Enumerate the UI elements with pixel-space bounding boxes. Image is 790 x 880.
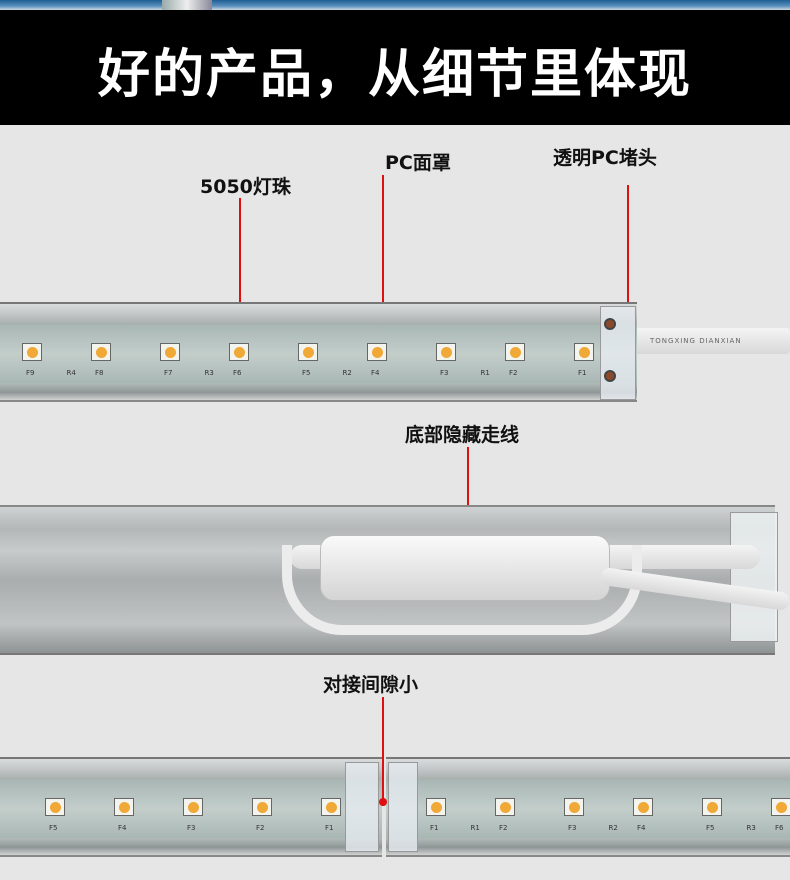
led-chip — [574, 343, 594, 361]
pcb-label: R4 — [66, 369, 76, 378]
callout-pc-cover: PC面罩 — [385, 152, 451, 174]
callout-end-cap: 透明PC堵头 — [553, 147, 657, 169]
top-banner-strip — [0, 0, 790, 10]
end-cap — [345, 762, 379, 852]
led-chip — [91, 343, 111, 361]
led-chip — [436, 343, 456, 361]
led-chip — [495, 798, 515, 816]
callout-small-gap: 对接间隙小 — [323, 674, 419, 696]
callout-line — [382, 697, 384, 802]
pcb-label: F1 — [578, 369, 587, 378]
led-chip — [183, 798, 203, 816]
end-cap — [388, 762, 418, 852]
led-strip-right: F1 F2 F3 F4 F5 F6 R1 R2 R3 — [386, 757, 790, 857]
power-cable — [630, 328, 790, 354]
callout-line — [239, 198, 241, 350]
pcb-label: F2 — [499, 824, 508, 833]
led-chip — [160, 343, 180, 361]
pcb-label: R1 — [470, 824, 480, 833]
pcb-label: F2 — [509, 369, 518, 378]
led-chip — [426, 798, 446, 816]
led-chip — [564, 798, 584, 816]
led-strip-left: F5 F4 F3 F2 F1 — [0, 757, 382, 857]
led-chip — [771, 798, 790, 816]
callout-line — [627, 185, 629, 340]
pcb-label: R3 — [204, 369, 214, 378]
led-strip-top: F9 F8 F7 F6 F5 F4 F3 F2 F1 R4 R3 R2 R1 — [0, 302, 637, 402]
pcb-label: F4 — [118, 824, 127, 833]
led-chip — [633, 798, 653, 816]
pcb-label: F1 — [325, 824, 334, 833]
led-chip — [298, 343, 318, 361]
pcb-label: R2 — [342, 369, 352, 378]
pcb-label: F2 — [256, 824, 265, 833]
pcb-label: F5 — [49, 824, 58, 833]
pcb-label: F1 — [430, 824, 439, 833]
led-chip — [702, 798, 722, 816]
callout-line — [382, 175, 384, 325]
callout-led: 5050灯珠 — [200, 176, 291, 198]
led-chip — [321, 798, 341, 816]
led-chip — [252, 798, 272, 816]
pcb-label: F9 — [26, 369, 35, 378]
cable-print: TONGXING DIANXIAN — [650, 337, 742, 345]
waterproof-connector — [320, 535, 610, 601]
pcb-label: F7 — [164, 369, 173, 378]
pcb-label: F6 — [233, 369, 242, 378]
page-title: 好的产品，从细节里体现 — [97, 45, 692, 105]
callout-dot — [379, 798, 387, 806]
pcb-label: F6 — [775, 824, 784, 833]
pcb-label: F5 — [706, 824, 715, 833]
screw — [604, 370, 616, 382]
led-chip — [367, 343, 387, 361]
end-cap — [730, 512, 778, 642]
pcb-label: F5 — [302, 369, 311, 378]
callout-hidden-wiring: 底部隐藏走线 — [405, 424, 520, 446]
pcb-label: F3 — [568, 824, 577, 833]
pcb-label: F4 — [371, 369, 380, 378]
pcb-label: R3 — [746, 824, 756, 833]
led-chip — [114, 798, 134, 816]
callout-line — [467, 447, 469, 555]
pcb-label: F3 — [440, 369, 449, 378]
header — [0, 10, 790, 125]
pcb-label: F8 — [95, 369, 104, 378]
pcb-label: R1 — [480, 369, 490, 378]
screw — [604, 318, 616, 330]
pcb-label: R2 — [608, 824, 618, 833]
led-chip — [229, 343, 249, 361]
led-chip — [22, 343, 42, 361]
led-chip — [45, 798, 65, 816]
led-chip — [505, 343, 525, 361]
pcb-label: F4 — [637, 824, 646, 833]
pcb-label: F3 — [187, 824, 196, 833]
